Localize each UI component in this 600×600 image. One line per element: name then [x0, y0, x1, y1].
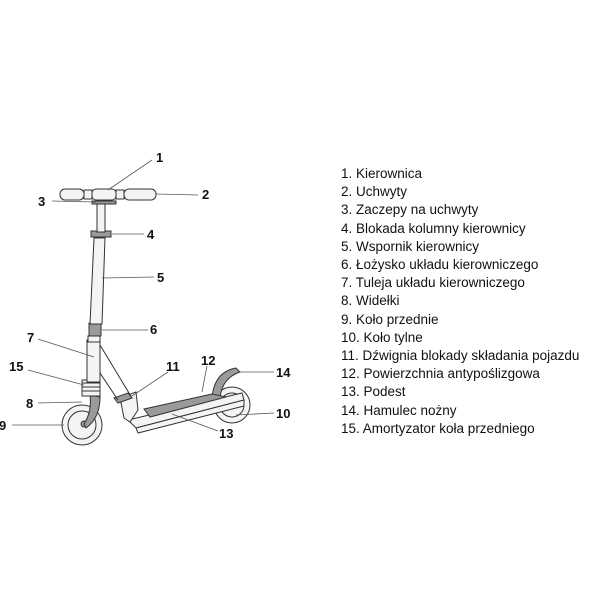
legend-item: 4. Blokada kolumny kierownicy — [341, 220, 526, 236]
steering-sleeve — [86, 339, 101, 383]
callout-13: 13 — [219, 426, 233, 441]
handlebar — [59, 188, 157, 201]
callout-3: 3 — [38, 194, 45, 209]
legend-item: 3. Zaczepy na uchwyty — [341, 202, 479, 218]
legend-item: 15. Amortyzator koła przedniego — [341, 420, 535, 436]
callout-15: 15 — [9, 359, 23, 374]
callout-9: 9 — [0, 418, 6, 433]
callout-4: 4 — [147, 227, 155, 242]
callout-12: 12 — [201, 353, 215, 368]
anti-slip-surface — [143, 393, 227, 418]
legend-item: 5. Wspornik kierownicy — [341, 238, 480, 254]
handlebar-stem — [89, 237, 106, 325]
legend-item: 2. Uchwyty — [341, 184, 408, 200]
callout-11: 11 — [166, 359, 180, 374]
legend-item: 8. Widełki — [341, 293, 400, 309]
callout-10: 10 — [276, 406, 290, 421]
legend-item: 10. Koło tylne — [341, 329, 423, 345]
legend-item: 12. Powierzchnia antypoślizgowa — [341, 366, 540, 382]
parts-legend: 1. Kierownica 2. Uchwyty 3. Zaczepy na u… — [341, 165, 579, 438]
legend-item: 14. Hamulec nożny — [341, 402, 457, 418]
legend-item: 6. Łożysko układu kierowniczego — [341, 257, 539, 273]
steering-bearing — [88, 322, 102, 337]
callout-14: 14 — [276, 365, 291, 380]
callout-6: 6 — [150, 322, 157, 337]
callout-5: 5 — [157, 270, 164, 285]
callout-8: 8 — [26, 396, 33, 411]
legend-item: 11. Dźwignia blokady składania pojazdu — [341, 348, 580, 364]
callout-1: 1 — [156, 150, 163, 165]
deck — [127, 392, 245, 434]
callout-2: 2 — [202, 187, 209, 202]
callout-7: 7 — [27, 330, 34, 345]
legend-item: 13. Podest — [341, 384, 406, 400]
legend-item: 1. Kierownica — [341, 166, 423, 181]
legend-item: 9. Koło przednie — [341, 311, 439, 327]
fork — [83, 394, 101, 429]
legend-item: 7. Tuleja układu kierowniczego — [341, 275, 525, 291]
grip-clips — [91, 200, 117, 205]
